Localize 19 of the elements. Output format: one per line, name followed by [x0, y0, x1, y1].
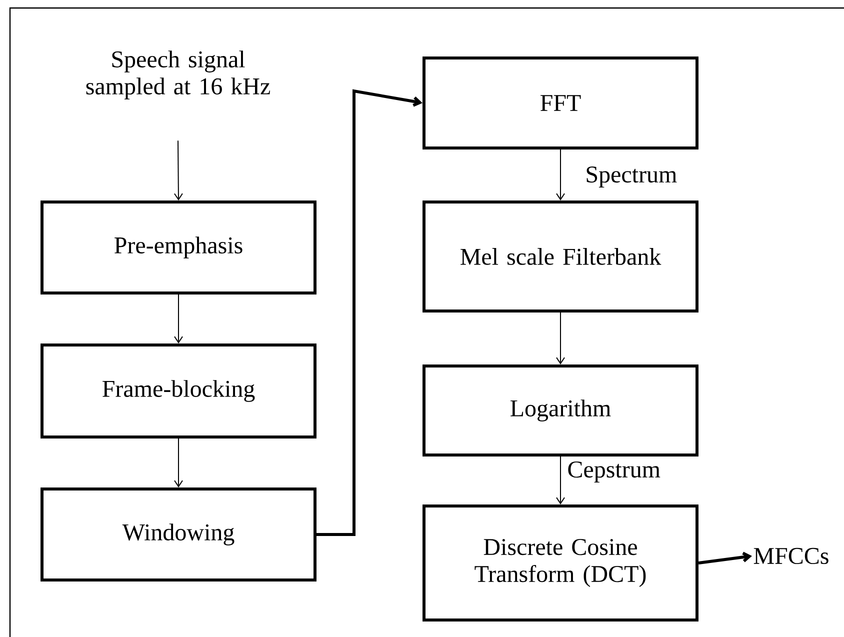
- process-box: Frame-blocking: [40, 344, 316, 438]
- arrow: [174, 438, 183, 488]
- edge-label: Cepstrum: [566, 460, 662, 484]
- process-box: Logarithm: [422, 364, 698, 456]
- arrow: [698, 552, 752, 564]
- arrow: [316, 89, 422, 536]
- arrow: [556, 312, 565, 364]
- arrow: [174, 140, 183, 200]
- process-box: Pre-emphasis: [40, 200, 316, 294]
- arrow: [556, 456, 565, 504]
- process-box: Mel scale Filterbank: [422, 200, 698, 312]
- process-box: Windowing: [40, 487, 316, 582]
- process-box: Discrete Cosine Transform (DCT): [422, 504, 698, 622]
- edge-label: Spectrum: [584, 166, 678, 188]
- arrow: [556, 149, 565, 200]
- input-label: Speech signal sampled at 16 kHz: [86, 50, 270, 100]
- process-box: FFT: [422, 56, 698, 150]
- arrow: [174, 294, 183, 344]
- output-label: MFCCs: [754, 548, 828, 564]
